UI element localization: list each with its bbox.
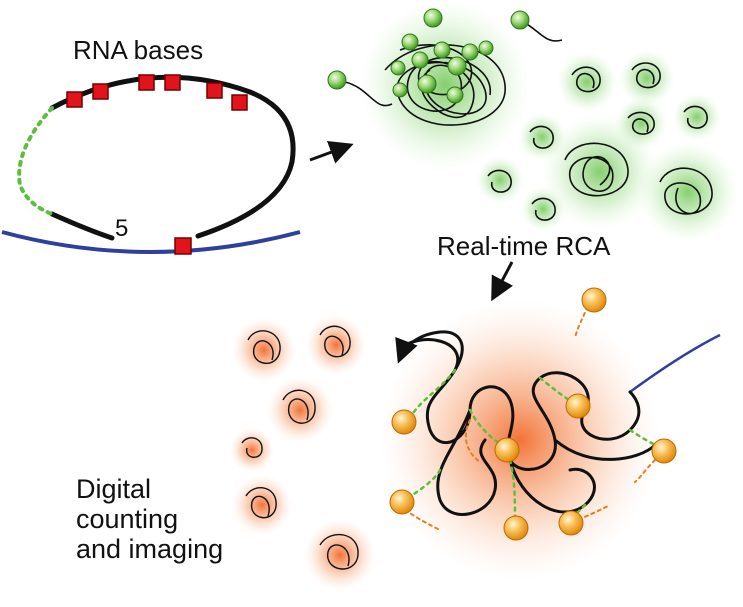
green-probe-ball	[447, 56, 467, 76]
label-digital-counting: Digital counting and imaging	[76, 474, 224, 565]
arrow-to-rca	[491, 261, 514, 302]
rna-base-marker	[66, 91, 83, 108]
arrow-to-amplification	[309, 140, 354, 164]
green-glow	[619, 50, 675, 106]
rca-coil	[564, 142, 629, 197]
dotted-green-arm	[17, 106, 54, 216]
green-glow	[521, 187, 565, 231]
rna-base-markers	[66, 74, 248, 255]
label-rna-bases: RNA bases	[73, 35, 204, 65]
orange-glow	[306, 315, 366, 375]
rca-strand-tail	[344, 81, 393, 107]
orange-probe-ball	[651, 438, 677, 464]
green-glow	[638, 142, 738, 242]
label-real-time-rca: Real-time RCA	[437, 231, 611, 261]
label-five-prime: 5	[115, 215, 129, 242]
real-time-rca-product	[380, 287, 721, 580]
green-glow	[476, 156, 524, 204]
orange-probe-ball	[503, 515, 529, 541]
rca-coil	[529, 125, 554, 149]
green-probe-ball	[390, 60, 406, 76]
target-strand-tail	[629, 333, 721, 394]
rna-base-marker	[164, 74, 181, 91]
rca-coil	[247, 330, 281, 365]
orange-probe-ball	[389, 489, 415, 515]
green-glow	[615, 97, 667, 149]
orange-dotted-tail	[634, 459, 656, 483]
green-probe-ball	[478, 40, 494, 56]
rca-coil	[282, 389, 316, 424]
rca-coil	[627, 111, 655, 135]
rca-coil	[241, 437, 263, 458]
orange-dotted-tail	[464, 419, 481, 463]
rca-coil	[571, 66, 601, 93]
rna-base-marker	[174, 237, 192, 255]
green-rca-products	[327, 0, 738, 242]
green-glow	[557, 52, 617, 112]
rca-coil	[659, 167, 713, 215]
rca-coil	[531, 197, 556, 221]
rca-coil	[631, 62, 661, 89]
green-probe-ball	[433, 41, 451, 59]
green-probe-ball	[461, 43, 479, 61]
curved-arrow-loop	[395, 330, 464, 371]
orange-dotted-tail	[571, 504, 611, 523]
rca-coil	[384, 44, 506, 126]
orange-glow	[232, 318, 296, 382]
orange-dotted-tail	[404, 509, 441, 531]
green-probe-ball	[327, 70, 347, 90]
green-dotted-segment	[408, 368, 457, 420]
green-probe-ball	[423, 8, 443, 28]
orange-probe-ball	[565, 393, 591, 419]
orange-rca-products	[230, 315, 376, 591]
green-probe-balls	[327, 8, 530, 104]
probe-arm-5prime	[49, 211, 115, 241]
green-probe-ball	[510, 10, 530, 30]
target-strand	[1, 230, 301, 254]
rca-coil	[487, 169, 512, 193]
green-probe-ball	[446, 86, 464, 104]
orange-probe-ball	[581, 287, 607, 313]
green-dotted-segment	[508, 458, 517, 522]
rca-coil	[319, 533, 359, 570]
rca-coil	[683, 105, 708, 129]
rna-base-marker	[231, 94, 248, 111]
orange-probe-ball	[391, 409, 417, 435]
green-glow	[518, 113, 566, 161]
orange-glow	[267, 377, 333, 443]
orange-glow	[304, 519, 376, 591]
orange-probe-ball	[558, 510, 584, 536]
rca-coil	[319, 325, 351, 358]
orange-probe-balls	[389, 287, 677, 541]
padlock-probe	[1, 74, 301, 255]
orange-probe-ball	[494, 437, 520, 463]
orange-glow	[230, 428, 274, 472]
green-probe-ball	[401, 33, 419, 51]
rca-coil	[245, 487, 277, 519]
probe-arc	[49, 74, 296, 239]
rna-base-marker	[138, 74, 155, 91]
rna-base-marker	[92, 83, 109, 100]
orange-glow	[232, 475, 292, 535]
green-glow	[673, 93, 721, 141]
green-probe-ball	[417, 74, 437, 94]
rna-base-marker	[206, 82, 223, 99]
green-probe-ball	[411, 51, 429, 69]
green-probe-ball	[392, 82, 408, 98]
